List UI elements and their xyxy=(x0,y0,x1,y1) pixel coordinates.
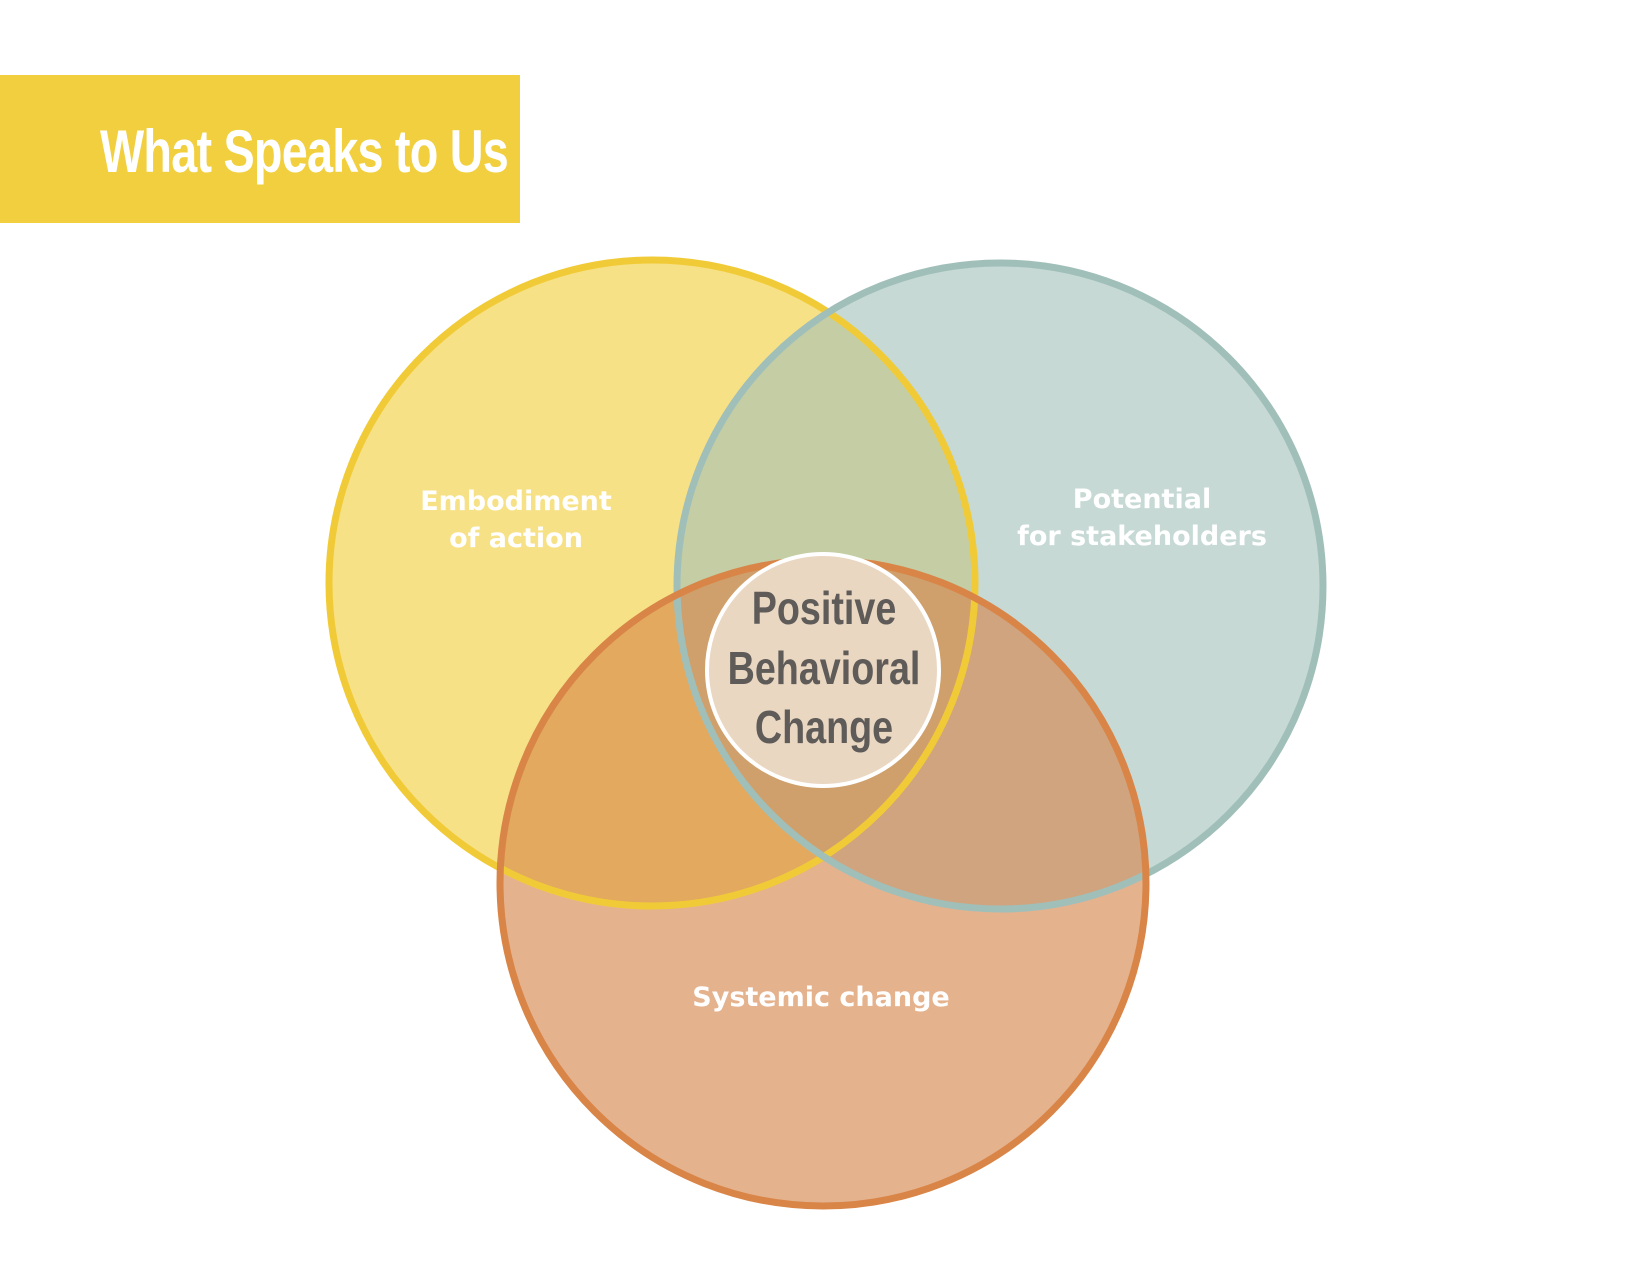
label-systemic: Systemic change xyxy=(692,982,949,1013)
outline-embodiment xyxy=(325,256,979,910)
label-embodiment-line1: Embodiment xyxy=(420,486,612,517)
center-label-line2: Behavioral xyxy=(728,642,921,693)
title-banner xyxy=(0,75,520,223)
page-title: What Speaks to Us xyxy=(100,118,509,185)
center-label-line3: Change xyxy=(755,701,893,752)
label-embodiment-line2: of action xyxy=(449,523,583,554)
label-potential-line2: for stakeholders xyxy=(1017,521,1267,552)
center-circle xyxy=(705,552,941,788)
outline-potential xyxy=(673,259,1327,913)
center-label-line1: Positive xyxy=(752,582,897,633)
label-potential-line1: Potential xyxy=(1073,484,1211,515)
